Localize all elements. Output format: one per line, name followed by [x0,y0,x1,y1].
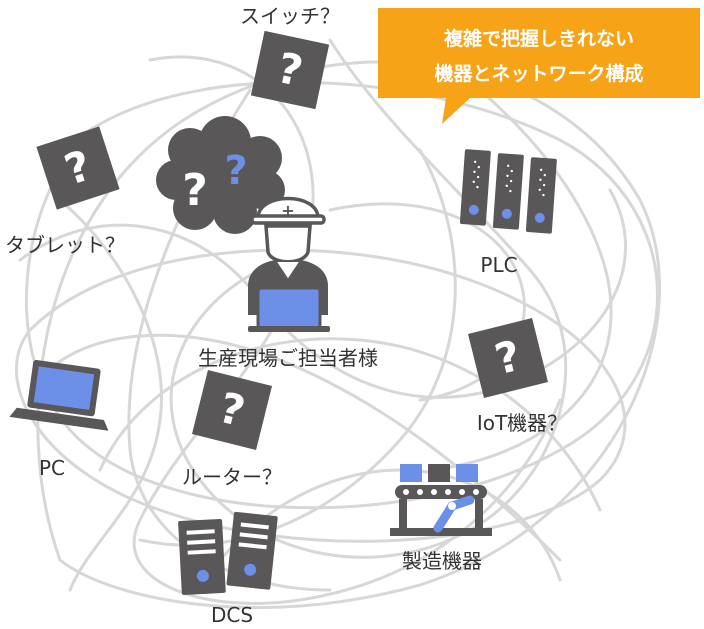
question-box-icon: ? [467,317,549,399]
conveyor-robot-icon [390,464,492,536]
laptop-icon [9,360,109,431]
switch-label: スイッチ？ [240,4,340,28]
pc-label: PC [39,456,65,480]
tablet-label: タブレット？ [5,233,125,257]
machine-label: 製造機器 [402,549,482,573]
router-node: ? ルーター？ [182,369,282,489]
iot-node: ? IoT機器？ [467,317,567,435]
pc-node: PC [9,360,109,480]
plc-rack-icon [459,149,557,234]
svg-text:?: ? [182,165,208,216]
svg-text:+: + [281,201,294,220]
callout-line-2: 機器とネットワーク構成 [434,62,643,85]
question-box-icon: ? [250,30,330,110]
tablet-node: ? タブレット？ [5,126,125,257]
worker-helmet-icon: + [248,196,330,332]
iot-label: IoT機器？ [477,411,567,435]
question-box-icon: ? [36,126,120,210]
worker-label: 生産現場ご担当者様 [198,346,378,370]
plc-label: PLC [480,253,517,277]
svg-text:?: ? [224,148,247,194]
worker-node: ? ? + 生産現場ご担当者様 [156,116,378,370]
machine-node: 製造機器 [390,464,492,573]
server-icon [178,511,278,595]
question-box-icon: ? [191,369,273,451]
thought-cloud-icon: ? ? [156,116,285,234]
switch-node: ? スイッチ？ [240,4,340,110]
callout-bubble: 複雑で把握しきれない 機器とネットワーク構成 [378,8,700,124]
plc-node: PLC [459,149,557,277]
dcs-node: DCS [178,511,278,627]
dcs-label: DCS [211,603,253,627]
router-label: ルーター？ [182,465,282,489]
tangled-cables [14,38,661,609]
callout-line-1: 複雑で把握しきれない [443,27,634,50]
